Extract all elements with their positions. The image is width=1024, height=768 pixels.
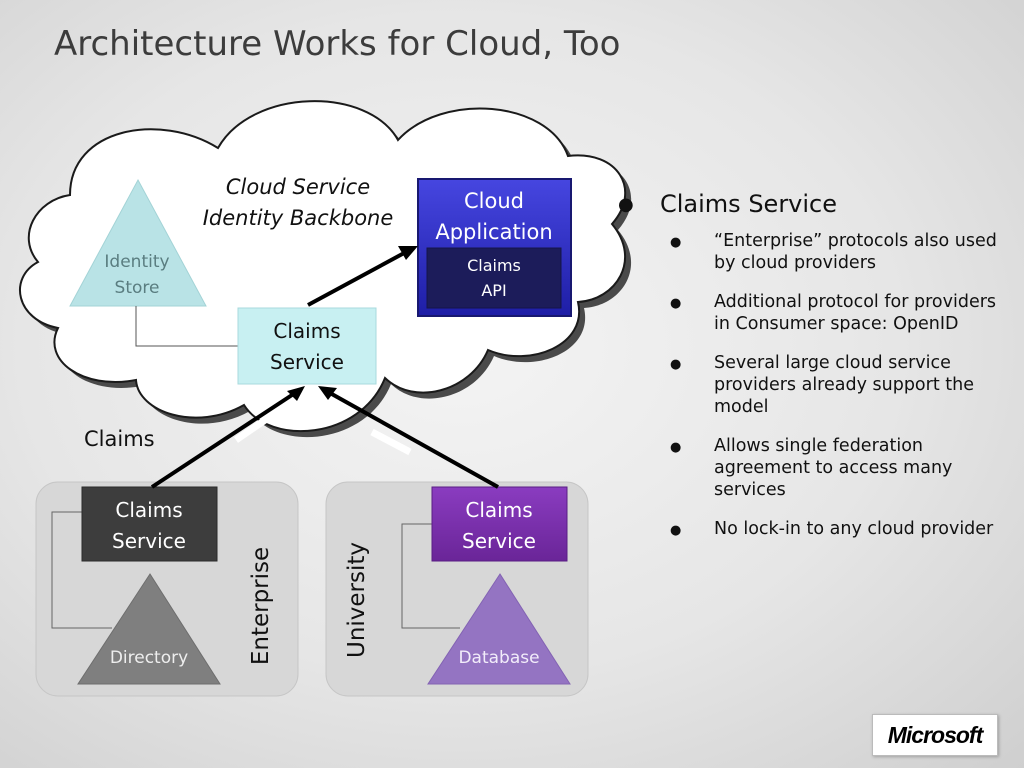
bullet-dot: ● [670, 357, 682, 372]
arrowhead-enterprise [287, 386, 305, 401]
claims-api-line2: API [481, 281, 506, 300]
claims-flow-label: Claims [84, 427, 155, 451]
sub-bullet: ● Additional protocol for providers in Co… [618, 291, 1018, 335]
enterprise-panel: Claims Service Directory Enterprise [35, 481, 299, 697]
database-label: Database [458, 648, 539, 668]
bullet-dot: ● [670, 235, 682, 250]
cloud-app-line1: Cloud [464, 189, 524, 213]
university-panel: Claims Service Database University [325, 481, 589, 697]
sub-bullet-text: Allows single federation agreement to ac… [714, 436, 953, 500]
claims-api-line1: Claims [467, 256, 521, 275]
sub-bullet: ● Several large cloud service providers a… [618, 352, 1018, 418]
arrow-enterprise-to-claims [150, 393, 294, 489]
enterprise-label: Enterprise [248, 547, 274, 665]
bullet-dot: ● [670, 440, 682, 455]
sub-bullet-text: “Enterprise” protocols also used by clou… [714, 231, 997, 273]
sub-bullet-text: Several large cloud service providers al… [714, 353, 974, 417]
identity-store-triangle: Identity Store [69, 178, 207, 307]
arrow-to-cloud-app [307, 250, 407, 307]
directory-label: Directory [110, 648, 188, 668]
bullet-dot: ● [670, 296, 682, 311]
arrowhead-cloud-app [398, 246, 418, 260]
cloud-claims-service-line1: Claims [273, 319, 340, 343]
cloud-app-line2: Application [435, 220, 552, 244]
flow-arrows [150, 250, 499, 489]
main-bullet-text: Claims Service [660, 190, 838, 218]
sub-bullet-text: Additional protocol for providers in Con… [714, 292, 997, 334]
logo-text: Microsoft [887, 721, 983, 748]
enterprise-claims-line2: Service [112, 529, 186, 553]
university-label: University [344, 542, 370, 658]
identity-store-label-line1: Identity [104, 252, 169, 272]
sub-bullet: ● Allows single federation agreement to a… [618, 435, 1018, 501]
cloud-claims-service-line2: Service [270, 350, 344, 374]
cloud-caption-line1: Cloud Service [226, 175, 370, 199]
microsoft-logo: Microsoft [872, 714, 998, 756]
sub-bullet: ● “Enterprise” protocols also used by clo… [618, 230, 1018, 274]
bullet-dot: ● [618, 194, 634, 215]
sub-bullet: ● No lock-in to any cloud provider [618, 518, 1018, 542]
bullet-dot: ● [670, 523, 682, 538]
main-bullet: ● Claims Service [618, 190, 1018, 218]
university-claims-line2: Service [462, 529, 536, 553]
cloud-caption-line2: Identity Backbone [203, 206, 394, 230]
cloud-application-box: Cloud Application Claims API [417, 178, 572, 317]
arrowhead-university [318, 386, 337, 400]
enterprise-claims-line1: Claims [115, 498, 182, 522]
university-claims-line1: Claims [465, 498, 532, 522]
bullet-list: ● Claims Service ● “Enterprise” protocols… [618, 190, 1018, 559]
sub-bullet-list: ● “Enterprise” protocols also used by clo… [618, 230, 1018, 542]
identity-store-label-line2: Store [115, 278, 160, 298]
slide-title: Architecture Works for Cloud, Too [54, 24, 621, 64]
cloud-claims-service-box: Claims Service [237, 307, 377, 385]
sub-bullet-text: No lock-in to any cloud provider [714, 519, 994, 539]
arrow-university-to-claims [329, 391, 499, 489]
